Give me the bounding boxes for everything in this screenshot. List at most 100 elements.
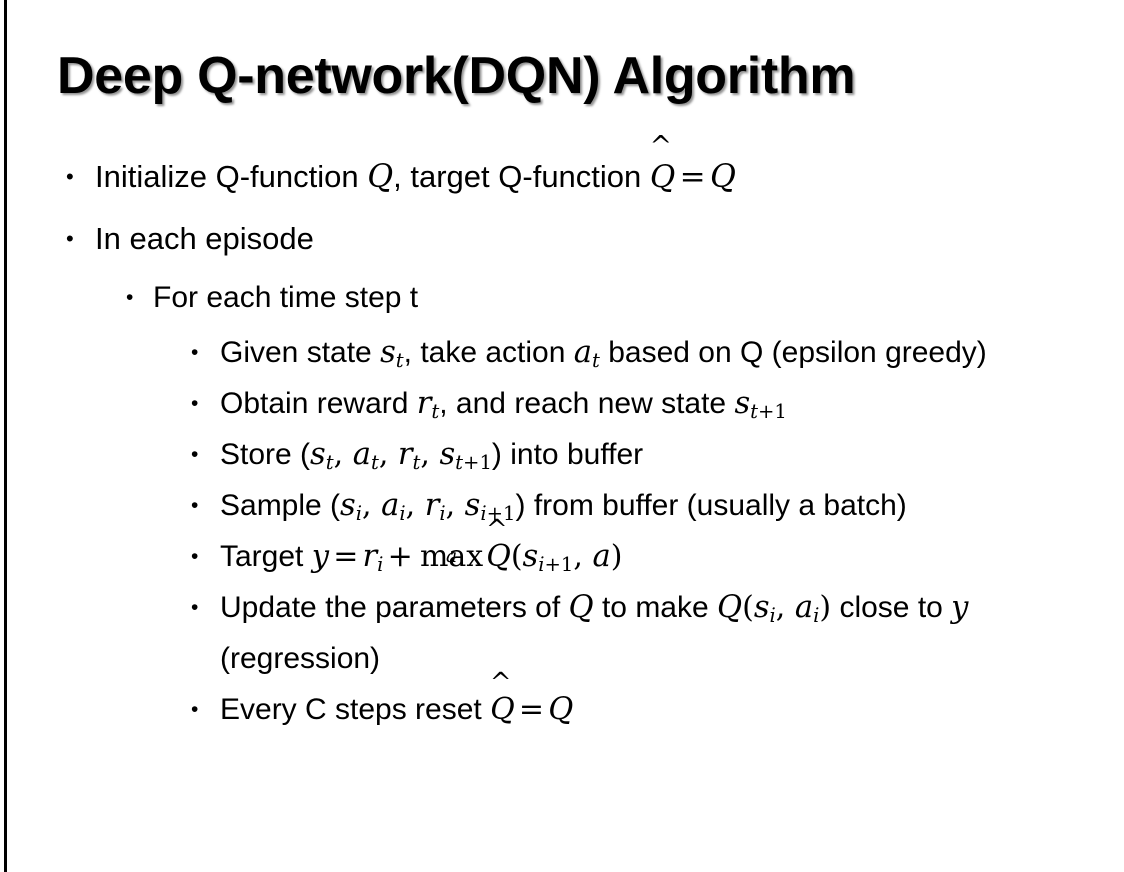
hat-accent-icon: ^ [649, 130, 672, 162]
math-base: r [424, 488, 440, 523]
math-q-hat: ^Q [649, 133, 676, 208]
bullet-list: • Initialize Q-function Q, target Q-func… [0, 133, 1124, 735]
list-item: • Given state st, take action at based o… [0, 327, 1124, 378]
math-var-r: ri [363, 539, 384, 574]
bullet-marker-icon: • [191, 392, 199, 415]
math-var-s: si [754, 590, 776, 625]
list-item: • Initialize Q-function Q, target Q-func… [0, 133, 1124, 208]
math-separator: , [362, 488, 382, 523]
math-base: a [573, 335, 593, 370]
text-fragment: to make [593, 591, 718, 624]
math-var-qhat-base: Q [649, 159, 676, 195]
bullet-marker-icon: • [191, 698, 199, 721]
math-q-hat: ^Q [486, 517, 511, 582]
math-subscript-var: t [750, 400, 759, 424]
math-close-paren: ) [819, 590, 832, 625]
math-equals: = [333, 539, 359, 574]
math-subscript: i [377, 553, 384, 577]
math-equals: = [518, 692, 545, 727]
list-item-text: Obtain reward rt, and reach new state st… [220, 378, 1100, 429]
math-separator: , [378, 437, 398, 472]
bullet-marker-icon: • [126, 286, 134, 309]
list-item-text: Store (st, at, rt, st+1) into buffer [220, 429, 1100, 480]
left-edge-rule [4, 0, 7, 872]
math-subscript-num: +1 [758, 400, 787, 424]
hat-accent-icon: ^ [485, 515, 508, 546]
list-item-text: In each episode [95, 221, 314, 256]
text-fragment: Initialize Q-function [95, 159, 368, 194]
math-var-q2: Q [717, 590, 743, 625]
math-subscript: t [592, 349, 600, 373]
math-separator: , [420, 437, 440, 472]
math-var-q2: Q [709, 159, 736, 195]
math-subscript: t [395, 349, 404, 373]
list-item: • In each episode [0, 208, 1124, 269]
math-open-paren: ( [742, 590, 754, 625]
math-separator: , [573, 539, 593, 574]
math-separator: , [775, 590, 795, 625]
math-q-hat: ^Q [490, 670, 515, 735]
math-plus: + [387, 539, 413, 574]
math-var-r: rt [417, 386, 440, 421]
math-base: s [340, 488, 356, 523]
list-item-text: For each time step t [153, 281, 419, 314]
math-var-q: Q [367, 159, 394, 195]
bullet-marker-icon: • [66, 164, 74, 189]
math-var-a: a [592, 539, 611, 574]
text-fragment: based on Q (epsilon greedy) [599, 336, 987, 369]
math-max-underscript: a [446, 546, 458, 568]
math-var-s-next: si+1 [523, 539, 574, 574]
math-subscript: i [813, 604, 820, 628]
math-subscript: t [412, 451, 421, 475]
math-var-s-next: si+1 [465, 488, 516, 523]
list-item-text: Given state st, take action at based on … [220, 327, 1100, 378]
math-subscript: i [439, 502, 446, 526]
math-subscript-var: i [480, 502, 487, 526]
math-var-s: st [310, 437, 334, 472]
text-fragment: (regression) [220, 642, 381, 675]
math-base: r [397, 437, 413, 472]
math-subscript: i [399, 502, 406, 526]
bullet-marker-icon: • [191, 443, 199, 466]
list-item: • For each time step t [0, 269, 1124, 327]
math-base: r [362, 539, 378, 574]
math-var-s: si [340, 488, 362, 523]
text-fragment: close to [831, 591, 952, 624]
math-var-y: y [951, 590, 969, 625]
math-var-q: Q [548, 692, 574, 727]
math-var-a: at [574, 335, 600, 370]
text-fragment: Store ( [220, 438, 311, 471]
text-fragment: Update the parameters of [220, 591, 569, 624]
list-item: • Obtain reward rt, and reach new state … [0, 378, 1124, 429]
math-subscript-num: +1 [544, 553, 574, 577]
bullet-marker-icon: • [191, 494, 199, 517]
text-fragment: ) from buffer (usually a batch) [515, 489, 907, 522]
list-item: • Store (st, at, rt, st+1) into buffer [0, 429, 1124, 480]
math-separator: , [445, 488, 465, 523]
math-var-s-next: st+1 [439, 437, 491, 472]
bullet-marker-icon: • [191, 596, 199, 619]
list-item: • Every C steps reset ^Q=Q [0, 670, 1124, 735]
math-close-paren: ) [610, 539, 623, 574]
math-subscript: t+1 [750, 400, 787, 423]
math-base: r [416, 386, 432, 421]
math-subscript-var: i [538, 553, 545, 577]
math-base: s [439, 437, 456, 472]
math-var-r: ri [425, 488, 446, 523]
page-title: Deep Q-network(DQN) Algorithm [57, 47, 856, 105]
bullet-marker-icon: • [191, 545, 199, 568]
list-item-text: Initialize Q-function Q, target Q-functi… [95, 133, 1124, 208]
math-base: s [753, 590, 770, 625]
text-fragment: ) into buffer [491, 438, 644, 471]
math-var-a: ai [381, 488, 406, 523]
text-fragment: Every C steps reset [220, 693, 491, 726]
math-subscript: i [769, 604, 776, 628]
math-var-a: at [353, 437, 379, 472]
math-equals: = [679, 159, 706, 195]
text-fragment: Sample ( [220, 489, 341, 522]
math-subscript-num: +1 [486, 502, 516, 526]
math-subscript: i+1 [538, 553, 573, 576]
